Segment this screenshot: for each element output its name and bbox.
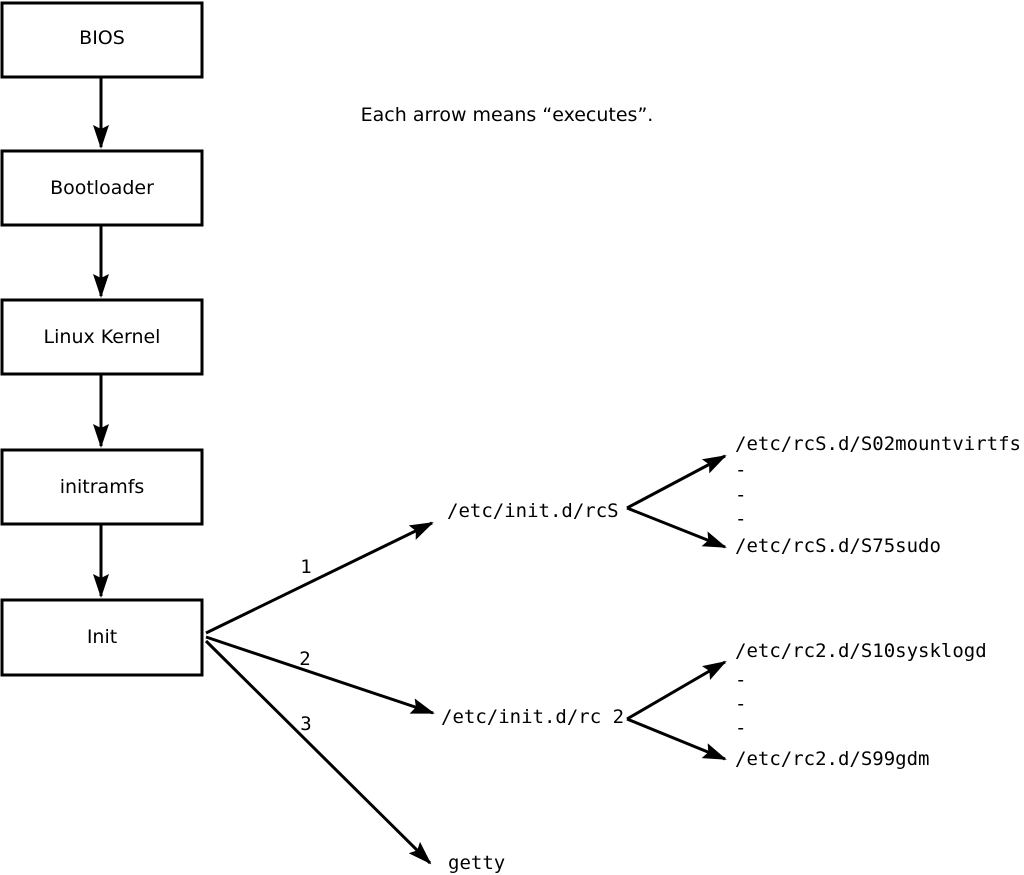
branch-3-number: 3 — [300, 713, 311, 735]
rc2-script-last: /etc/rc2.d/S99gdm — [735, 748, 929, 770]
rcs-ellipsis-dash-1: - — [735, 459, 746, 481]
rc2-ellipsis-dash-2: - — [735, 693, 746, 715]
arrow-init-to-rcs — [205, 521, 434, 635]
node-kernel-box — [0, 298, 204, 376]
rcs-script-last: /etc/rcS.d/S75sudo — [735, 535, 941, 557]
node-bootloader-box — [0, 149, 204, 227]
arrow-rcs-to-first-script — [626, 454, 727, 510]
branch-2-target: /etc/init.d/rc 2 — [441, 706, 624, 728]
rc2-ellipsis-dash-3: - — [735, 717, 746, 739]
node-init-label: Init — [87, 626, 117, 648]
rcs-ellipsis-dash-2: - — [735, 484, 746, 506]
rcs-ellipsis-dash-3: - — [735, 508, 746, 530]
node-bootloader-label: Bootloader — [50, 177, 154, 199]
branch-1-number: 1 — [300, 556, 311, 578]
branch-3-target: getty — [448, 852, 505, 874]
node-init-box — [0, 598, 204, 677]
arrow-rcs-to-last-script — [626, 506, 727, 549]
node-bios-box — [0, 1, 204, 79]
node-initramfs-label: initramfs — [60, 476, 145, 498]
arrow-rc2-to-first-script — [626, 660, 727, 721]
rcs-script-first: /etc/rcS.d/S02mountvirtfs — [735, 433, 1021, 455]
arrow-rc2-to-last-script — [626, 717, 727, 761]
node-bios-label: BIOS — [79, 27, 125, 49]
branch-1-target: /etc/init.d/rcS — [447, 500, 619, 522]
rc2-script-first: /etc/rc2.d/S10sysklogd — [735, 640, 987, 662]
branch-2-number: 2 — [299, 648, 310, 670]
note-text: Each arrow means “executes”. — [361, 104, 654, 126]
rc2-ellipsis-dash-1: - — [735, 669, 746, 691]
arrow-init-to-getty — [204, 639, 432, 865]
arrow-init-to-rc2 — [205, 635, 435, 715]
node-kernel-label: Linux Kernel — [44, 326, 161, 348]
